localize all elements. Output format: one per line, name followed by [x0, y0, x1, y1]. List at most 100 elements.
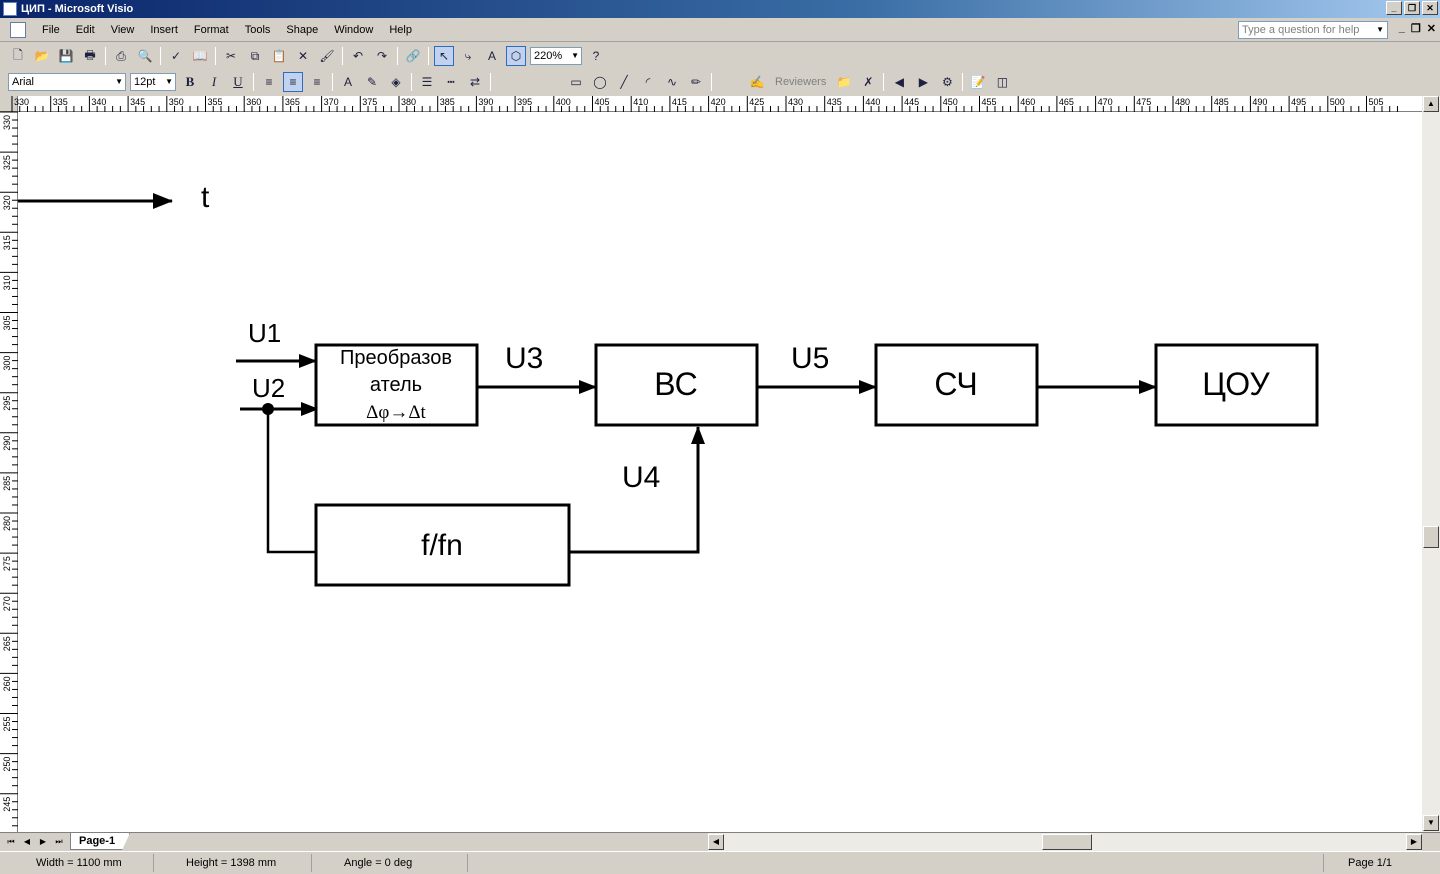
- ruler-label: 300: [2, 356, 12, 371]
- last-page-icon[interactable]: ⏭: [55, 837, 63, 846]
- save-icon[interactable]: 💾: [58, 49, 74, 63]
- align-right-icon[interactable]: ≡: [313, 75, 321, 89]
- previous-markup-icon[interactable]: ◀: [894, 75, 904, 89]
- open-icon[interactable]: 📂: [34, 49, 50, 63]
- permission-icon[interactable]: 🖶: [84, 47, 96, 62]
- pointer-tool-icon[interactable]: ↖: [434, 46, 454, 66]
- research-icon[interactable]: 📖: [192, 49, 208, 63]
- status-empty: [468, 854, 1324, 872]
- doc-close-button[interactable]: ✕: [1426, 23, 1436, 35]
- folder-icon[interactable]: 📁: [836, 75, 852, 89]
- menu-window[interactable]: Window: [334, 23, 374, 36]
- bold-button[interactable]: B: [185, 74, 195, 89]
- paste-icon[interactable]: 📋: [271, 49, 287, 63]
- doc-minimize-button[interactable]: _: [1398, 22, 1405, 34]
- font-select[interactable]: Arial ▼: [8, 73, 126, 91]
- italic-button[interactable]: I: [211, 74, 217, 89]
- divider-block[interactable]: [314, 503, 571, 587]
- arc-tool-icon[interactable]: ◜: [645, 75, 651, 89]
- align-center-icon[interactable]: ≡: [283, 72, 303, 92]
- shapes-icon[interactable]: ⬡: [506, 46, 526, 66]
- close-button[interactable]: ✕: [1422, 1, 1438, 15]
- freeform-tool-icon[interactable]: ∿: [666, 75, 678, 89]
- track-markup-icon[interactable]: 📝: [970, 75, 986, 89]
- connector-tool-icon[interactable]: ⤷: [464, 48, 472, 63]
- underline-button[interactable]: U: [233, 74, 243, 89]
- u4-arrow[interactable]: [569, 426, 705, 554]
- document-icon[interactable]: [10, 21, 26, 38]
- drawing-canvas[interactable]: t U1 U2 Преобразов атель Δφ→Δt U3 ВС U5 …: [18, 112, 1422, 832]
- pencil-tool-icon[interactable]: ✏: [690, 75, 702, 89]
- vertical-scrollbar[interactable]: ▲ ▼: [1422, 96, 1440, 832]
- next-markup-icon[interactable]: ▶: [918, 75, 928, 89]
- reviewers-dropdown[interactable]: Reviewers: [775, 76, 827, 88]
- zoom-select[interactable]: 220% ▼: [530, 47, 582, 65]
- scroll-down-icon[interactable]: ▼: [1423, 815, 1439, 831]
- divider-block-label: f/fn: [421, 529, 463, 562]
- line-color-icon[interactable]: ✎: [366, 75, 378, 89]
- menu-format[interactable]: Format: [193, 23, 229, 36]
- rectangle-tool-icon[interactable]: ▭: [570, 75, 582, 89]
- visio-app-icon[interactable]: [3, 2, 17, 16]
- scroll-right-icon[interactable]: ▶: [1406, 834, 1422, 850]
- undo-icon[interactable]: ↶: [352, 49, 364, 63]
- feedback-line[interactable]: [266, 409, 316, 554]
- delete-icon[interactable]: ✕: [297, 49, 309, 63]
- format-painter-icon[interactable]: 🖌: [319, 49, 335, 63]
- settings-icon[interactable]: ⚙: [941, 75, 953, 89]
- print-preview-icon[interactable]: 🔍: [137, 49, 153, 63]
- chevron-down-icon[interactable]: ▼: [1376, 25, 1384, 34]
- spelling-icon[interactable]: ✓: [170, 49, 182, 63]
- menu-view[interactable]: View: [110, 23, 135, 36]
- ruler-label: 500: [1330, 97, 1345, 107]
- line-ends-icon[interactable]: ⇄: [469, 75, 481, 89]
- vertical-ruler-scale: 3303253203153103053002952902852802752702…: [0, 111, 18, 827]
- scroll-up-icon[interactable]: ▲: [1423, 96, 1439, 112]
- fill-color-icon[interactable]: ◈: [391, 75, 401, 89]
- font-color-icon[interactable]: A: [343, 75, 352, 89]
- help-icon[interactable]: ?: [592, 49, 600, 63]
- menu-file[interactable]: File: [42, 23, 60, 36]
- restore-button[interactable]: ❐: [1404, 1, 1420, 15]
- next-page-icon[interactable]: ▶: [39, 837, 47, 846]
- first-page-icon[interactable]: ⏮: [7, 837, 15, 846]
- menu-help[interactable]: Help: [389, 23, 412, 36]
- line-pattern-icon[interactable]: ┅: [447, 75, 455, 89]
- tsou-block[interactable]: [1154, 343, 1319, 427]
- markup-icon[interactable]: ✍: [749, 75, 765, 89]
- minimize-button[interactable]: _: [1386, 1, 1402, 15]
- new-icon[interactable]: 🗋: [13, 47, 23, 62]
- delete-markup-icon[interactable]: ✗: [863, 75, 874, 89]
- cut-icon[interactable]: ✂: [225, 49, 237, 63]
- menu-shape[interactable]: Shape: [286, 23, 319, 36]
- text-tool-icon[interactable]: A: [487, 49, 496, 63]
- converter-block[interactable]: [314, 343, 479, 427]
- align-left-icon[interactable]: ≡: [265, 75, 273, 89]
- hyperlink-icon[interactable]: 🔗: [405, 49, 421, 63]
- ellipse-tool-icon[interactable]: ◯: [593, 75, 607, 89]
- line-weight-icon[interactable]: ☰: [421, 75, 433, 89]
- vertical-scroll-thumb[interactable]: [1423, 526, 1439, 548]
- sch-block[interactable]: [874, 343, 1039, 427]
- previous-page-icon[interactable]: ◀: [23, 837, 31, 846]
- copy-icon[interactable]: ⧉: [250, 48, 260, 63]
- font-size-select[interactable]: 12pt ▼: [130, 73, 176, 91]
- scroll-left-icon[interactable]: ◀: [708, 834, 724, 850]
- line-tool-icon[interactable]: ╱: [620, 75, 628, 89]
- page-tab-1[interactable]: Page-1: [70, 833, 130, 850]
- help-search-input[interactable]: Type a question for help ▼: [1238, 21, 1388, 39]
- horizontal-scrollbar[interactable]: ◀ ▶: [708, 833, 1422, 851]
- u2-label: U2: [252, 373, 285, 403]
- vs-block[interactable]: [594, 343, 759, 427]
- redo-icon[interactable]: ↷: [376, 49, 388, 63]
- horizontal-scroll-thumb[interactable]: [1042, 834, 1092, 850]
- ruler-label: 425: [749, 97, 764, 107]
- menu-edit[interactable]: Edit: [75, 23, 95, 36]
- doc-restore-button[interactable]: ❐: [1410, 23, 1421, 35]
- print-icon[interactable]: ⎙: [116, 48, 126, 63]
- menu-tools[interactable]: Tools: [244, 23, 271, 36]
- task-pane-icon[interactable]: ◫: [996, 75, 1009, 89]
- menu-insert[interactable]: Insert: [150, 23, 178, 36]
